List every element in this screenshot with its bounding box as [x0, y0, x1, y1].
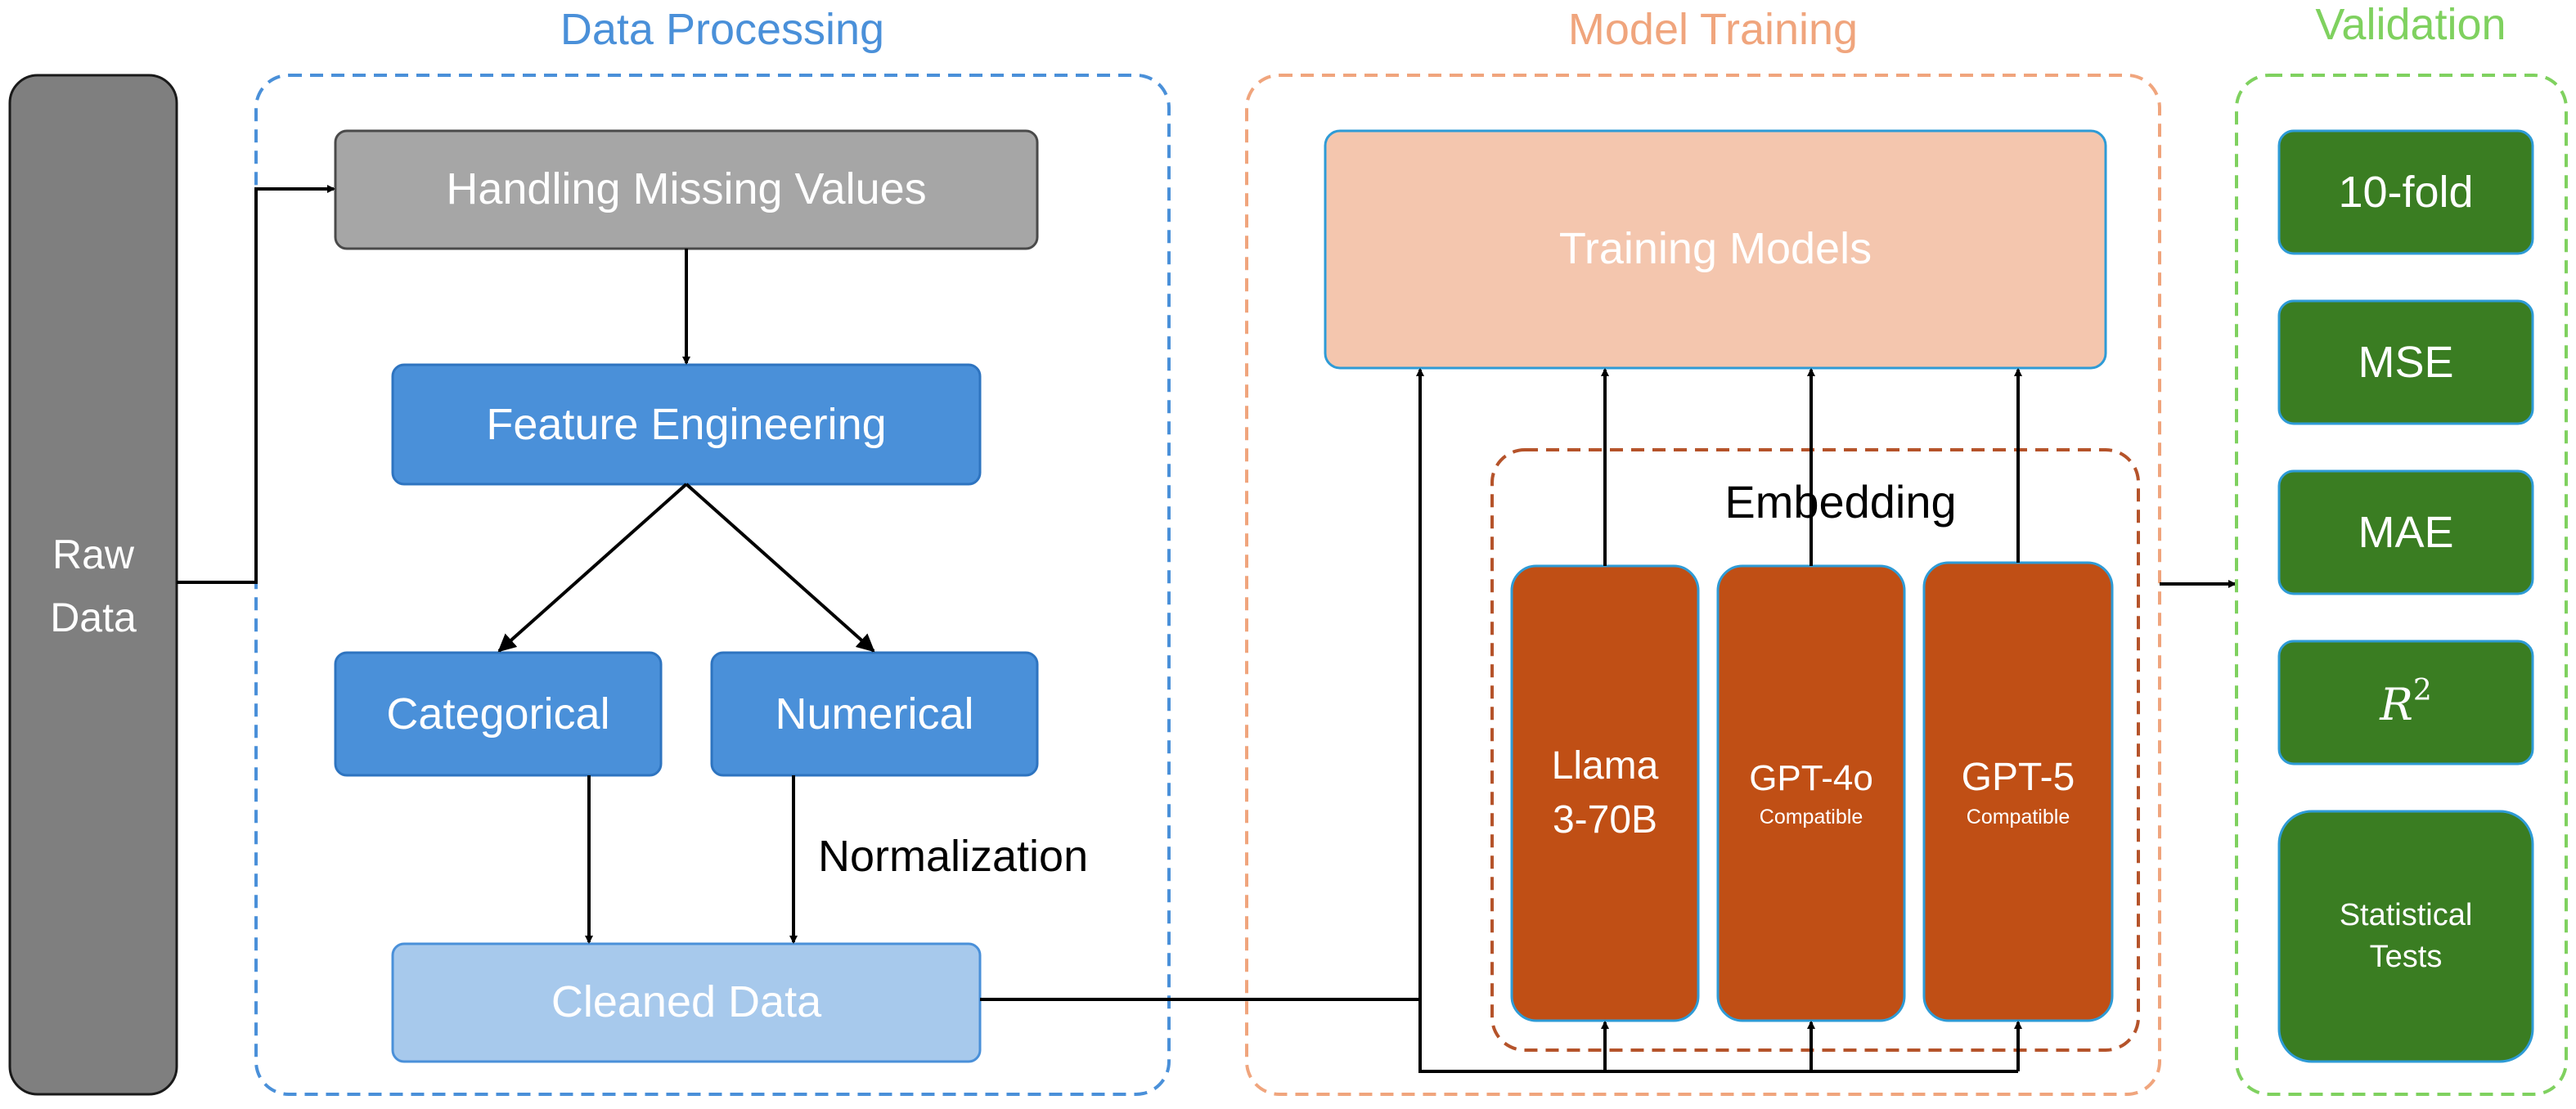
categorical-label: Categorical — [386, 689, 609, 739]
categorical-box — [334, 651, 663, 777]
r-squared-exponent: 2 — [2413, 674, 2432, 707]
kfold-box — [2277, 129, 2534, 255]
validation-title: Validation — [2315, 0, 2506, 49]
raw-to-missing-arrow — [177, 185, 335, 584]
feature-to-numerical-arrow — [685, 483, 875, 653]
handling-missing-values-label: Handling Missing Values — [446, 164, 926, 213]
embedding-frame — [1490, 448, 2140, 1052]
mae-box — [2277, 469, 2534, 595]
data-processing-frame — [254, 74, 1171, 1096]
gpt4o-sublabel: Compatible — [1760, 806, 1863, 828]
mse-box — [2277, 299, 2534, 425]
statistical-tests-box — [2277, 810, 2534, 1063]
llama-model-box — [1510, 564, 1700, 1022]
gpt4o-label: GPT-4o — [1749, 758, 1873, 798]
embedding-label: Embedding — [1724, 476, 1956, 528]
mae-label: MAE — [2358, 508, 2453, 557]
cleaned-data-label: Cleaned Data — [551, 977, 822, 1026]
cleaned-data-box — [391, 942, 982, 1063]
raw-data-box — [8, 74, 178, 1096]
statistical-tests-label-line1: Statistical — [2340, 898, 2473, 932]
feature-to-categorical-arrow — [497, 483, 688, 653]
raw-data-label-line1: Raw — [52, 532, 135, 577]
feature-engineering-label: Feature Engineering — [486, 400, 886, 449]
gpt5-label: GPT-5 — [1962, 756, 2075, 799]
r-squared-base: R — [2379, 679, 2413, 730]
llama-label-line2: 3-70B — [1553, 798, 1657, 842]
data-processing-title: Data Processing — [560, 5, 884, 54]
training-models-box — [1324, 129, 2107, 370]
r-squared-label: R2 — [2379, 674, 2432, 730]
numerical-box — [710, 651, 1039, 777]
cleaned-to-training-line — [980, 368, 1424, 1001]
raw-data-label-line2: Data — [50, 595, 137, 640]
numerical-label: Numerical — [775, 689, 973, 739]
model-training-frame — [1245, 74, 2161, 1096]
validation-frame — [2235, 74, 2568, 1096]
embedding-feed-bus — [1418, 999, 2018, 1073]
kfold-label: 10-fold — [2338, 168, 2473, 217]
llama-label-line1: Llama — [1552, 744, 1659, 788]
mse-label: MSE — [2358, 338, 2453, 387]
statistical-tests-label-line2: Tests — [2370, 940, 2443, 974]
gpt5-sublabel: Compatible — [1967, 806, 2070, 828]
normalization-label: Normalization — [818, 832, 1088, 881]
model-training-title: Model Training — [1568, 5, 1858, 54]
r-squared-box — [2277, 640, 2534, 766]
training-models-label: Training Models — [1559, 224, 1872, 273]
